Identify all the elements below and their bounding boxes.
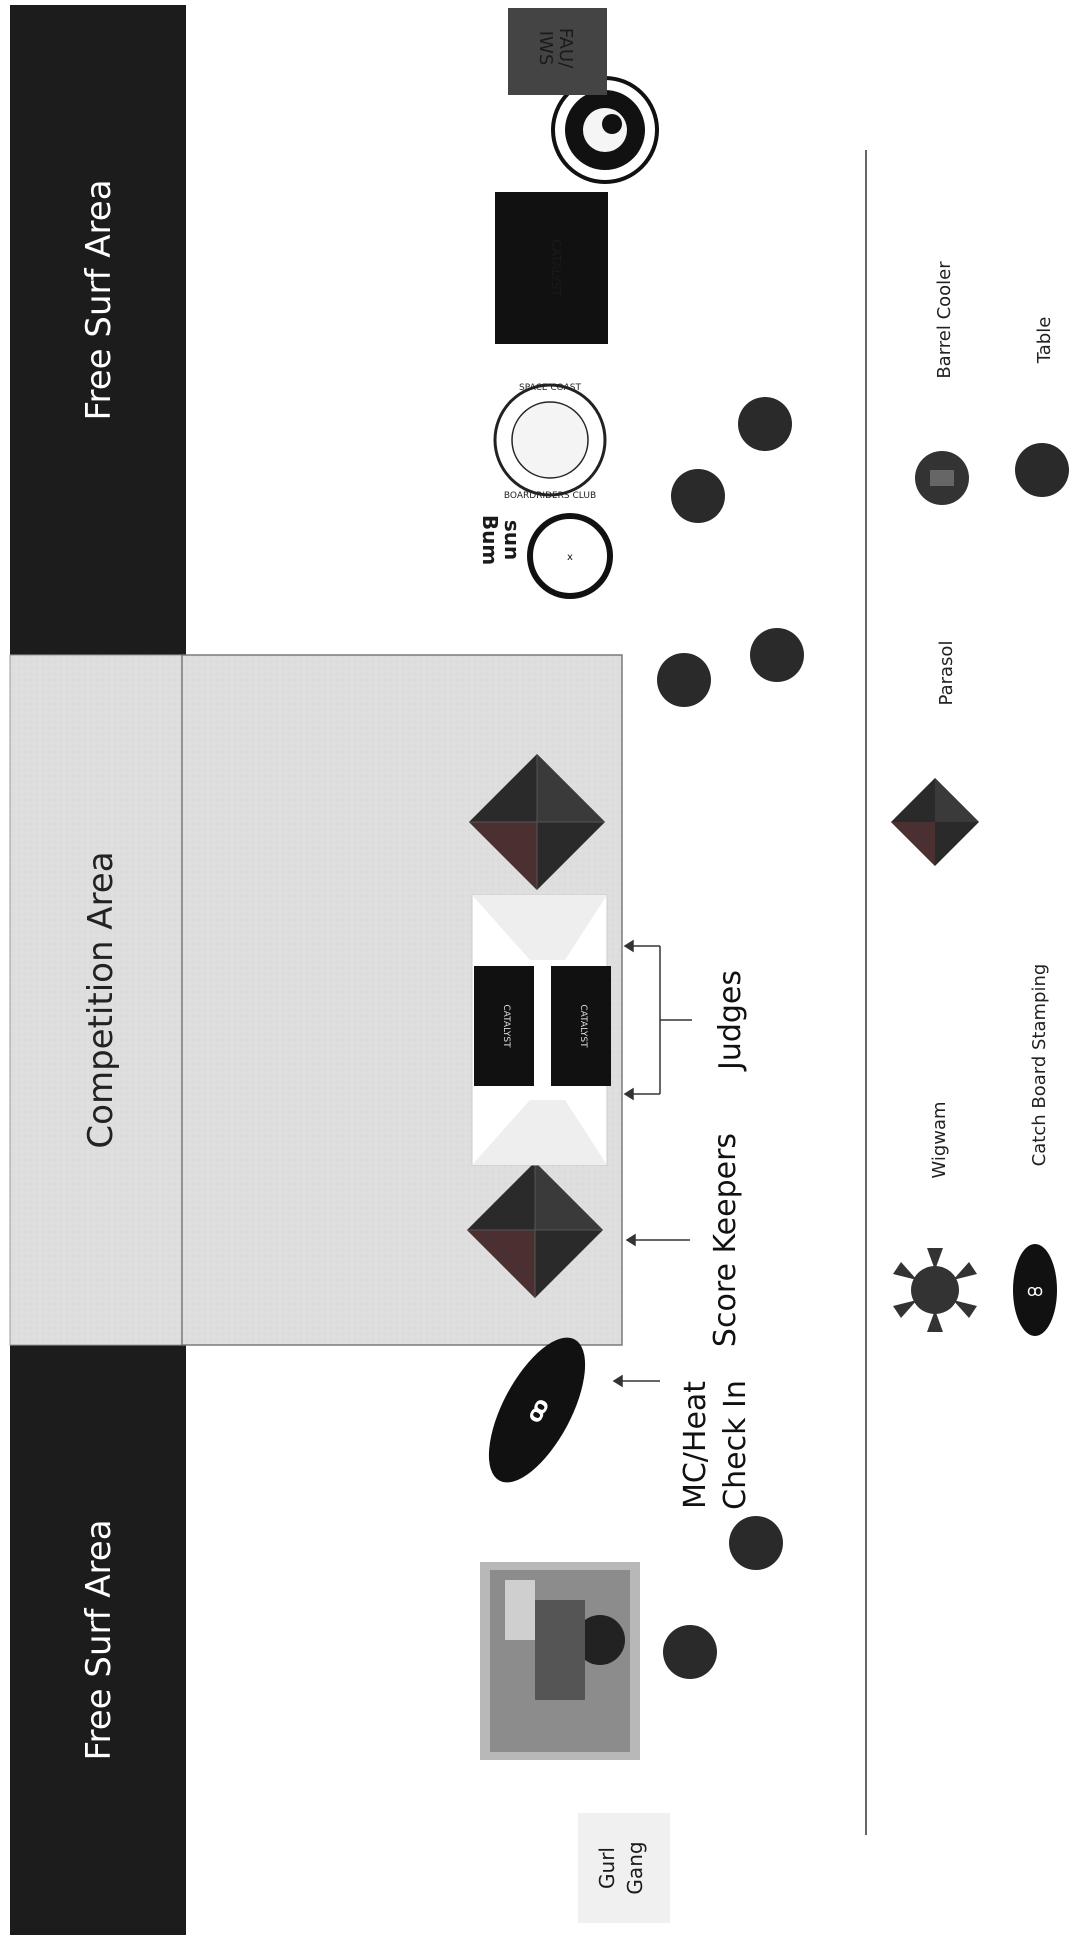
- legend-parasol-label: Parasol: [936, 641, 957, 706]
- mc-heat-arrow: [614, 1376, 660, 1386]
- legend-wigwam-label: Wigwam: [929, 1101, 950, 1178]
- svg-text:CATALYST: CATALYST: [549, 239, 563, 297]
- gurl-gang-label-line1: Gurl: [595, 1847, 619, 1889]
- legend-catch-board-label: Catch Board Stamping: [1029, 964, 1050, 1167]
- gurl-gang-label-line2: Gang: [623, 1841, 647, 1894]
- fau-iws-logo: FAU/IWS: [508, 8, 657, 182]
- table-4: [738, 397, 792, 451]
- table-5: [729, 1516, 783, 1570]
- svg-text:sunBum: sunBum: [478, 515, 524, 565]
- space-coast-boardriders-logo: SPACE COAST BOARDRIDERS CLUB: [495, 383, 605, 501]
- catch-board-stamping-map: ꝏ: [469, 1323, 604, 1496]
- table-3: [671, 469, 725, 523]
- free-surf-area-top-label: Free Surf Area: [79, 179, 119, 420]
- sun-bum-logo: x sunBum: [478, 515, 610, 596]
- legend-parasol-icon: [891, 778, 979, 866]
- judges-banner-2: CATALYST: [578, 1004, 588, 1048]
- judges-banner-1: CATALYST: [501, 1004, 511, 1048]
- score-keepers-arrow: [627, 1235, 690, 1245]
- mc-heat-label-line1: MC/Heat: [678, 1381, 713, 1509]
- legend-barrel-cooler-label: Barrel Cooler: [934, 261, 955, 379]
- svg-text:x: x: [567, 552, 573, 563]
- legend-wigwam-icon: [893, 1248, 977, 1332]
- judges-tent: CATALYST CATALYST: [472, 895, 611, 1165]
- table-6: [663, 1625, 717, 1679]
- svg-text:SPACE COAST: SPACE COAST: [519, 383, 581, 393]
- legend: Barrel Cooler Table Parasol Wigwam ꝏ Cat…: [891, 261, 1069, 1336]
- mc-heat-label-line2: Check In: [718, 1380, 753, 1510]
- table-2: [750, 628, 804, 682]
- gurl-gang-photo: [480, 1562, 640, 1760]
- score-keepers-label: Score Keepers: [708, 1133, 743, 1347]
- competition-area-label: Competition Area: [81, 851, 121, 1148]
- catalyst-sponsor-logo: CATALYST: [495, 192, 608, 344]
- free-surf-area-bottom-label: Free Surf Area: [79, 1519, 119, 1760]
- legend-table-label: Table: [1034, 317, 1055, 365]
- judges-label: Judges: [713, 970, 748, 1072]
- table-1: [657, 653, 711, 707]
- judges-bracket: [625, 941, 692, 1099]
- svg-text:BOARDRIDERS CLUB: BOARDRIDERS CLUB: [504, 491, 596, 501]
- svg-text:FAU/IWS: FAU/IWS: [535, 28, 576, 69]
- legend-table-icon: [1015, 443, 1069, 497]
- legend-catch-board-icon: ꝏ: [1013, 1244, 1057, 1336]
- svg-text:ꝏ: ꝏ: [1027, 1281, 1043, 1300]
